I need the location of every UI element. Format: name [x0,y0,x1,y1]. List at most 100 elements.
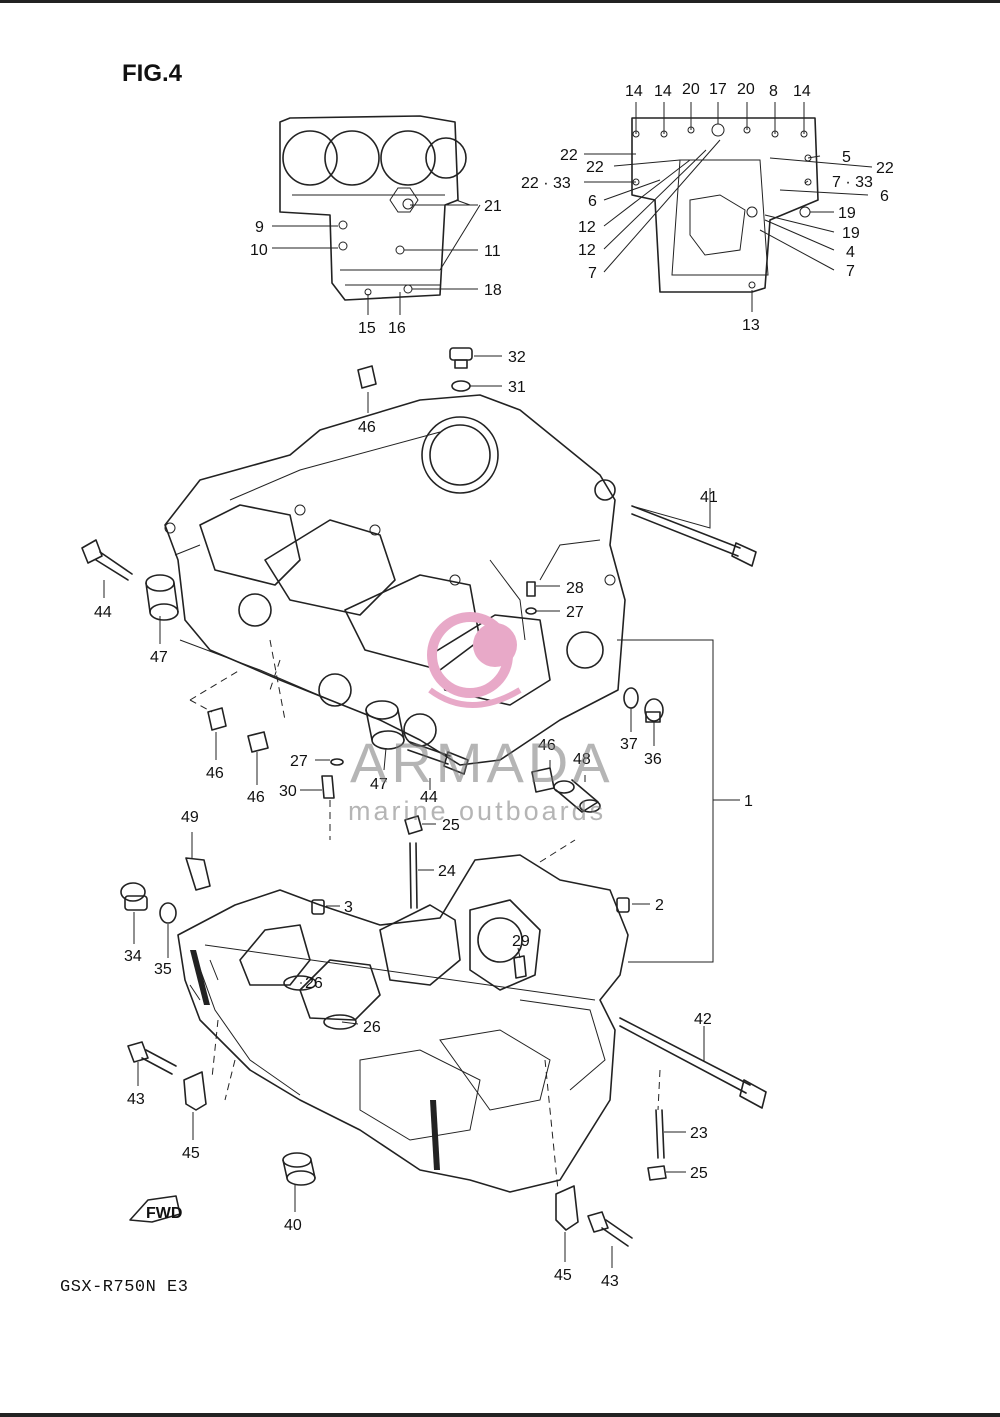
watermark-logo [427,612,522,708]
callout-30: 30 [279,783,297,800]
callout-34: 34 [124,948,142,965]
callout-9: 9 [255,219,264,236]
bolt-43-left [127,1041,177,1075]
callout-20: 20 [737,81,755,98]
callout-36: 36 [644,751,662,768]
callout-1: 1 [744,793,753,810]
o-ring-27-top [525,607,537,615]
jet-28 [526,581,536,597]
callout-13: 13 [742,317,760,334]
callout-37: 37 [620,736,638,753]
callout-25: 25 [690,1165,708,1182]
callout-44: 44 [94,604,112,621]
callout-27: 27 [290,753,308,770]
callout-29: 29 [512,933,530,950]
callout-43: 43 [127,1091,145,1108]
bushing-48 [553,779,601,813]
callout-2: 2 [655,897,664,914]
plate-45-left [183,1071,207,1111]
callout-46: 46 [206,765,224,782]
callout-49: 49 [181,809,199,826]
nut-46-top [357,365,377,389]
callout-22: 22 [876,160,894,177]
bottom-border [0,1413,1000,1417]
callout-4: 4 [846,244,855,261]
plug-36 [644,698,664,723]
model-code: GSX-R750N E3 [60,1278,189,1297]
nut-46-left [207,707,227,731]
callout-48: 48 [573,751,591,768]
callout-15: 15 [358,320,376,337]
callout-12: 12 [578,219,596,236]
figure-title: FIG.4 [122,60,183,87]
top-border [0,0,1000,3]
bolt-44-left [81,539,133,581]
callout-22-33: 22 · 33 [521,175,571,192]
callout-19: 19 [838,205,856,222]
callout-17: 17 [709,81,727,98]
callout-labels: 14 14 20 17 20 8 14 22 22 22 · 33 6 12 1… [94,81,894,1290]
callout-26: 26 [305,975,323,992]
callout-46: 46 [538,737,556,754]
bearing-47-left [145,574,179,621]
bolt-41 [631,505,757,567]
gasket-37 [623,687,639,709]
callout-27: 27 [566,604,584,621]
callout-21: 21 [484,198,502,215]
bolt-44-center [407,741,469,775]
lower-crankcase [177,854,629,1193]
filter-40 [282,1152,316,1186]
nut-46-center [247,731,269,753]
callout-20: 20 [682,81,700,98]
callout-10: 10 [250,242,268,259]
callout-5: 5 [842,149,851,166]
jet-30 [321,775,335,799]
callout-7: 7 [846,263,855,280]
callout-6: 6 [880,188,889,205]
leader-lines [103,102,873,1268]
pressure-switch-49 [185,857,211,891]
callout-12: 12 [578,242,596,259]
callout-14: 14 [654,83,672,100]
stud-24 [409,842,418,909]
callout-46: 46 [358,419,376,436]
dowel-25-lower [647,1165,667,1181]
stud-23 [655,1109,665,1159]
bolt-43-right [587,1211,633,1247]
plug-32 [449,347,473,369]
callout-16: 16 [388,320,406,337]
callout-6: 6 [588,193,597,210]
gasket-31 [451,380,471,392]
callout-47: 47 [150,649,168,666]
callout-46: 46 [247,789,265,806]
dowel-25-upper [404,815,423,835]
callout-14: 14 [793,83,811,100]
jet-29 [513,955,527,979]
callout-40: 40 [284,1217,302,1234]
callout-25: 25 [442,817,460,834]
callout-7-33: 7 · 33 [832,174,873,191]
callout-42: 42 [694,1011,712,1028]
callout-28: 28 [566,580,584,597]
fwd-badge: FWD [146,1205,182,1222]
callout-8: 8 [769,83,778,100]
plate-45-right [555,1185,579,1231]
plug-34 [120,882,148,911]
watermark-tagline: marine outboards [348,796,607,826]
callout-22: 22 [560,147,578,164]
callout-22: 22 [586,159,604,176]
callout-45: 45 [554,1267,572,1284]
dowel-2 [616,897,630,913]
upper-crankcase [164,394,626,766]
inset-cylinder-side-view [279,115,467,301]
callout-18: 18 [484,282,502,299]
inset-underside-view [631,117,819,293]
bearing-47-center [365,700,405,750]
bolt-42 [619,1017,767,1109]
callout-31: 31 [508,379,526,396]
callout-43: 43 [601,1273,619,1290]
callout-32: 32 [508,349,526,366]
callout-26: 26 [363,1019,381,1036]
callout-45: 45 [182,1145,200,1162]
